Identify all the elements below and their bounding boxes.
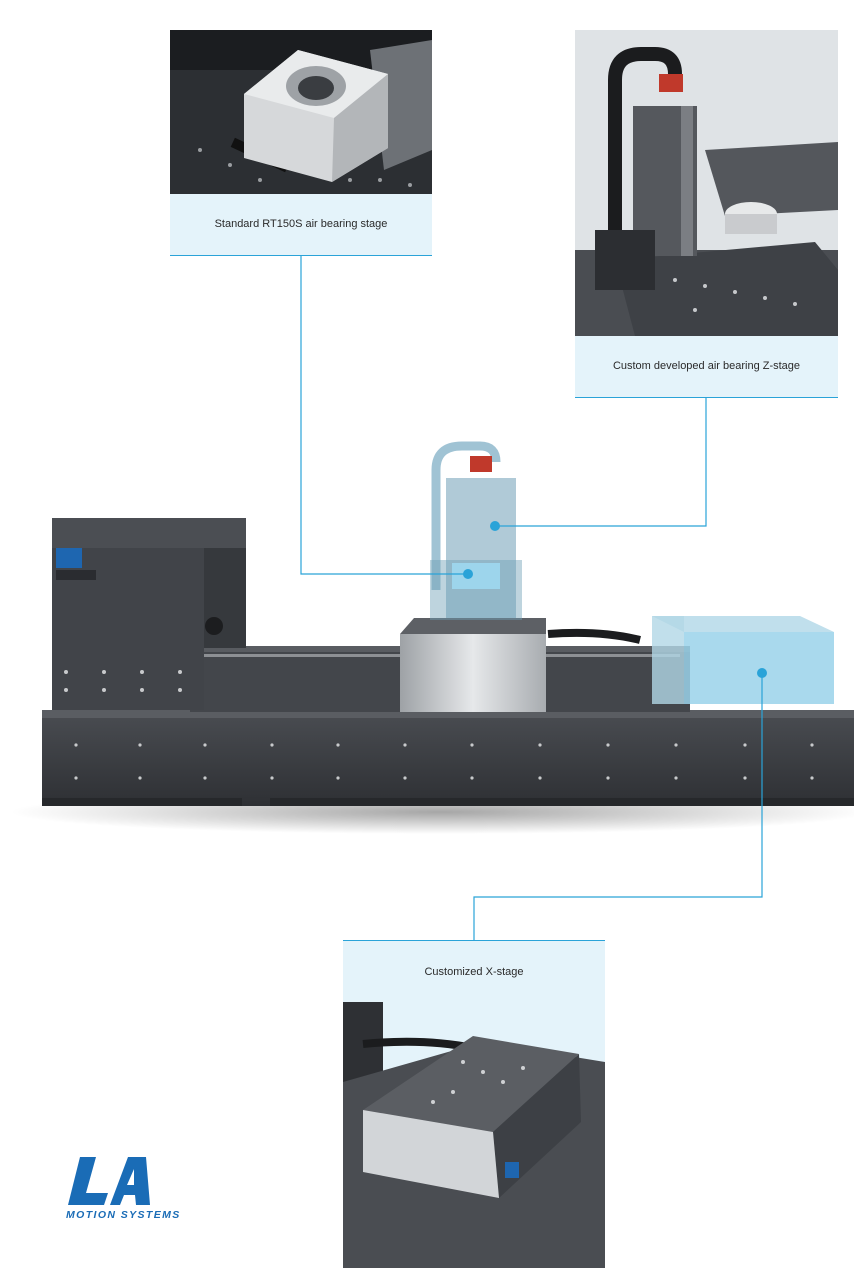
callout-x-stage: Customized X-stage (343, 940, 605, 1268)
rt150s-caption: Standard RT150S air bearing stage (214, 218, 388, 230)
callout-rt150s: Standard RT150S air bearing stage (170, 30, 432, 256)
leader-dots (463, 521, 767, 678)
callout-z-stage: Custom developed air bearing Z-stage (575, 30, 838, 398)
z-stage-caption: Custom developed air bearing Z-stage (612, 360, 801, 372)
z-stage-rule (575, 397, 838, 398)
x-stage-caption: Customized X-stage (424, 966, 524, 978)
lab-wordmark-icon (68, 1157, 172, 1205)
logo-tagline: MOTION SYSTEMS (66, 1209, 181, 1221)
rt150s-rule (170, 255, 432, 256)
rt150s-photo (170, 30, 432, 194)
brand-logo: MOTION SYSTEMS (66, 1155, 186, 1225)
z-stage-photo (575, 30, 838, 336)
x-stage-photo (343, 1002, 605, 1268)
x-stage-rule (343, 940, 605, 941)
leader-lines (300, 256, 763, 940)
main-machine (10, 441, 854, 834)
